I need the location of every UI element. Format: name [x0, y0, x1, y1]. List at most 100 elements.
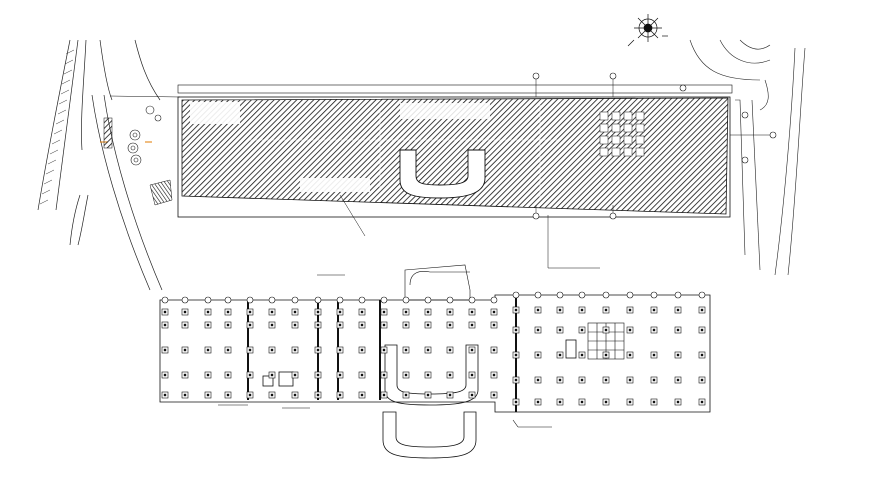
- column-core: [700, 378, 704, 382]
- column-core: [676, 308, 680, 312]
- column-core: [270, 373, 274, 377]
- site-road-right: [689, 39, 806, 276]
- column-core: [448, 310, 452, 314]
- column-core: [248, 373, 252, 377]
- column-core: [270, 310, 274, 314]
- column-core: [248, 310, 252, 314]
- column-core: [628, 378, 632, 382]
- column-core: [338, 393, 342, 397]
- grid-bubble: [246, 296, 254, 304]
- column-core: [580, 328, 584, 332]
- column-core: [360, 373, 364, 377]
- grid-bubble: [358, 296, 366, 304]
- column-core: [293, 310, 297, 314]
- column-core: [248, 348, 252, 352]
- column-core: [382, 310, 386, 314]
- column-core: [676, 328, 680, 332]
- column-core: [293, 393, 297, 397]
- column-core: [514, 308, 518, 312]
- column-core: [652, 353, 656, 357]
- column-core: [536, 400, 540, 404]
- column-core: [404, 348, 408, 352]
- column-core: [700, 400, 704, 404]
- column-core: [206, 310, 210, 314]
- column-core: [206, 323, 210, 327]
- column-core: [580, 400, 584, 404]
- grid-bubble: [556, 291, 564, 299]
- column-core: [492, 348, 496, 352]
- column-core: [183, 348, 187, 352]
- grid-bubble: [674, 291, 682, 299]
- site-road-left-hatch: [39, 49, 75, 205]
- column-core: [628, 328, 632, 332]
- column-core: [580, 353, 584, 357]
- column-core: [470, 310, 474, 314]
- hatched-entry: [103, 117, 173, 206]
- grid-bubble: [602, 291, 610, 299]
- grid-bubble: [424, 296, 432, 304]
- column-core: [652, 308, 656, 312]
- grid-bubble: [650, 291, 658, 299]
- column-core: [628, 308, 632, 312]
- column-core: [316, 393, 320, 397]
- column-core: [270, 393, 274, 397]
- column-core: [604, 328, 608, 332]
- column-core: [163, 373, 167, 377]
- column-core: [470, 323, 474, 327]
- column-core: [470, 393, 474, 397]
- column-core: [604, 353, 608, 357]
- grid-bubble: [204, 296, 212, 304]
- column-core: [558, 400, 562, 404]
- column-core: [293, 373, 297, 377]
- grid-bubble: [512, 291, 520, 299]
- grid-bubble: [224, 296, 232, 304]
- column-core: [183, 393, 187, 397]
- upper-site-plan: [109, 72, 777, 269]
- column-core: [226, 323, 230, 327]
- column-core: [558, 353, 562, 357]
- column-core: [163, 393, 167, 397]
- column-core: [492, 373, 496, 377]
- column-core: [426, 348, 430, 352]
- column-core: [448, 393, 452, 397]
- column-core: [426, 373, 430, 377]
- column-core: [382, 393, 386, 397]
- column-core: [226, 348, 230, 352]
- column-core: [700, 328, 704, 332]
- grid-bubble: [698, 291, 706, 299]
- column-core: [316, 323, 320, 327]
- column-core: [604, 378, 608, 382]
- column-grid-icon: [161, 291, 706, 406]
- column-core: [316, 348, 320, 352]
- column-core: [270, 348, 274, 352]
- column-core: [382, 373, 386, 377]
- column-core: [604, 308, 608, 312]
- column-core: [382, 323, 386, 327]
- column-core: [338, 323, 342, 327]
- column-core: [470, 373, 474, 377]
- column-core: [426, 393, 430, 397]
- column-core: [700, 353, 704, 357]
- column-core: [580, 308, 584, 312]
- grid-bubble: [268, 296, 276, 304]
- north-arrow-icon: [627, 14, 668, 47]
- grid-bubble: [402, 296, 410, 304]
- column-core: [676, 353, 680, 357]
- column-core: [183, 310, 187, 314]
- column-core: [492, 310, 496, 314]
- column-core: [226, 310, 230, 314]
- column-core: [470, 348, 474, 352]
- column-core: [316, 310, 320, 314]
- column-core: [514, 400, 518, 404]
- grid-bubble: [446, 296, 454, 304]
- column-core: [514, 328, 518, 332]
- column-core: [226, 393, 230, 397]
- column-core: [404, 323, 408, 327]
- column-core: [338, 373, 342, 377]
- grid-bubble: [291, 296, 299, 304]
- column-core: [163, 348, 167, 352]
- column-core: [492, 393, 496, 397]
- column-core: [492, 323, 496, 327]
- column-core: [536, 378, 540, 382]
- column-core: [163, 310, 167, 314]
